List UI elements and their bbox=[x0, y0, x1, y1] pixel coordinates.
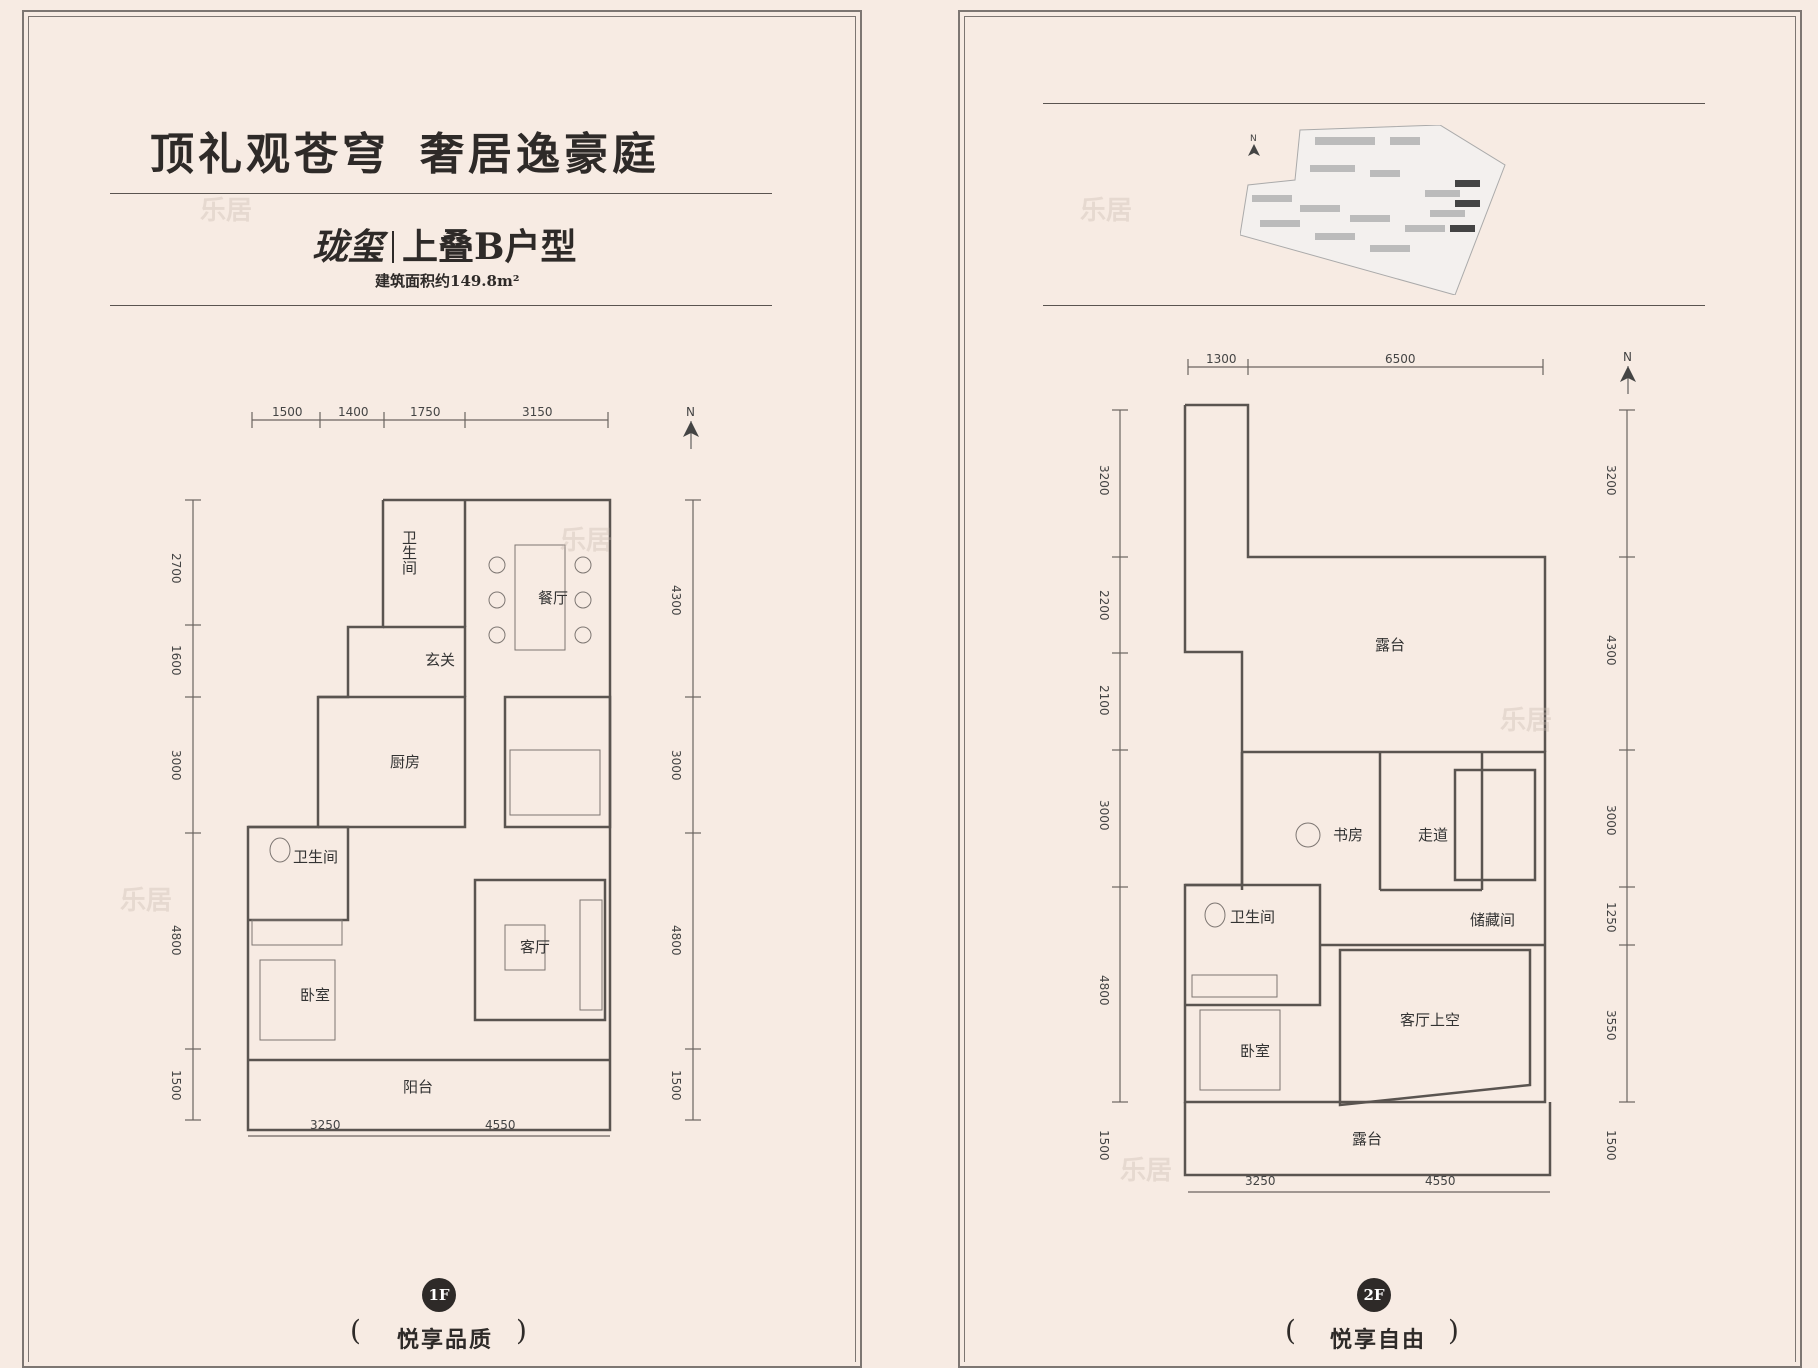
floor1-laurel-left-icon: ( bbox=[350, 1314, 361, 1347]
floor2-plan-svg: 露台 书房 走道 卫生间 储藏间 客厅上空 卧室 露台 1300 6500 32… bbox=[1100, 352, 1635, 1193]
dim-top-3: 1750 bbox=[410, 405, 441, 419]
dim-left-4: 4800 bbox=[169, 925, 183, 956]
room-bedroom-label-2f: 卧室 bbox=[1240, 1042, 1270, 1060]
dim2-left-3: 2100 bbox=[1100, 685, 1111, 716]
room-balcony-label: 阳台 bbox=[403, 1078, 433, 1096]
floor1-compass-icon: N bbox=[678, 405, 704, 455]
dim2-top-2: 6500 bbox=[1385, 352, 1416, 366]
room-void-label: 客厅上空 bbox=[1400, 1011, 1460, 1029]
dim2-right-3: 3000 bbox=[1604, 805, 1618, 836]
floor2-compass-icon: N bbox=[1615, 350, 1641, 400]
sitemap-rule-bottom bbox=[1043, 305, 1705, 306]
dim2-bottom-2: 4550 bbox=[1425, 1174, 1456, 1188]
room-study-label: 书房 bbox=[1333, 826, 1363, 844]
room-kitchen-label: 厨房 bbox=[390, 753, 420, 771]
room-terrace-top-label: 露台 bbox=[1375, 636, 1405, 654]
floor2-laurel-right-icon: ) bbox=[1448, 1314, 1459, 1347]
floor2-motto: 悦享自由 bbox=[1330, 1327, 1427, 1353]
dim-top-1: 1500 bbox=[272, 405, 303, 419]
dim-bottom-1: 3250 bbox=[310, 1118, 341, 1132]
room-dining-label: 餐厅 bbox=[538, 589, 568, 607]
dim2-right-5: 3550 bbox=[1604, 1010, 1618, 1041]
floor2-compass-label: N bbox=[1623, 350, 1632, 364]
room-terrace-bottom-label: 露台 bbox=[1352, 1130, 1382, 1148]
sitemap-rule-top bbox=[1043, 103, 1705, 104]
room-bedroom-label: 卧室 bbox=[300, 986, 330, 1004]
dim2-right-6: 1500 bbox=[1604, 1130, 1618, 1161]
sitemap-compass-label: N bbox=[1250, 134, 1257, 144]
floor1-plan-svg: 卫生间 餐厅 玄关 厨房 卫生间 客厅 卧室 阳台 1500 1400 1750… bbox=[169, 405, 701, 1137]
floor1-motto: 悦享品质 bbox=[397, 1327, 494, 1353]
dim-right-2: 3000 bbox=[669, 750, 683, 781]
dim2-left-2: 2200 bbox=[1100, 590, 1111, 621]
dim2-right-2: 4300 bbox=[1604, 635, 1618, 666]
floor1-plan: 卫生间 餐厅 玄关 厨房 卫生间 客厅 卧室 阳台 1500 1400 1750… bbox=[160, 395, 720, 1155]
room-bath-label: 卫生间 bbox=[293, 848, 338, 866]
floor2-laurel-left-icon: ( bbox=[1285, 1314, 1296, 1347]
room-living-label: 客厅 bbox=[520, 938, 550, 956]
floor1-badge: 1F bbox=[422, 1278, 456, 1312]
room-bath-label-2f: 卫生间 bbox=[1230, 908, 1275, 926]
floor2-badge: 2F bbox=[1357, 1278, 1391, 1312]
room-foyer-label: 玄关 bbox=[425, 651, 455, 669]
subtitle-rule bbox=[110, 305, 772, 306]
unit-type: 上叠B户型 bbox=[402, 226, 577, 268]
headline-part1: 顶礼观苍穹 bbox=[150, 129, 390, 180]
dim-top-2: 1400 bbox=[338, 405, 369, 419]
brand-name: 珑玺 bbox=[312, 226, 385, 268]
dim-right-4: 1500 bbox=[669, 1070, 683, 1101]
dim-left-1: 2700 bbox=[169, 553, 183, 584]
site-map bbox=[1239, 124, 1530, 299]
dim2-top-1: 1300 bbox=[1206, 352, 1237, 366]
floor2-plan: 露台 书房 走道 卫生间 储藏间 客厅上空 卧室 露台 1300 6500 32… bbox=[1100, 350, 1660, 1220]
dim2-left-6: 1500 bbox=[1100, 1130, 1111, 1161]
floor1-laurel-right-icon: ) bbox=[516, 1314, 527, 1347]
dim2-left-1: 3200 bbox=[1100, 465, 1111, 496]
headline-rule bbox=[110, 193, 772, 194]
dim2-left-4: 3000 bbox=[1100, 800, 1111, 831]
headline: 顶礼观苍穹奢居逸豪庭 bbox=[150, 118, 690, 182]
dim-bottom-2: 4550 bbox=[485, 1118, 516, 1132]
floor1-compass-label: N bbox=[686, 405, 695, 419]
unit-title: 珑玺上叠B户型 bbox=[312, 218, 576, 270]
dim2-left-5: 4800 bbox=[1100, 975, 1111, 1006]
sitemap-compass-icon: N bbox=[1244, 132, 1264, 170]
room-bath-top-label: 卫生间 bbox=[400, 530, 418, 576]
dim-right-3: 4800 bbox=[669, 925, 683, 956]
dim2-right-1: 3200 bbox=[1604, 465, 1618, 496]
room-corridor-label: 走道 bbox=[1418, 826, 1448, 844]
dim2-right-4: 1250 bbox=[1604, 902, 1618, 933]
dim-left-2: 1600 bbox=[169, 645, 183, 676]
dim-left-3: 3000 bbox=[169, 750, 183, 781]
dim-left-5: 1500 bbox=[169, 1070, 183, 1101]
room-storage-label: 储藏间 bbox=[1470, 911, 1515, 929]
dim-top-4: 3150 bbox=[522, 405, 553, 419]
headline-part2: 奢居逸豪庭 bbox=[420, 129, 660, 180]
floor-area: 建筑面积约149.8m² bbox=[375, 272, 520, 290]
dim-right-1: 4300 bbox=[669, 585, 683, 616]
dim2-bottom-1: 3250 bbox=[1245, 1174, 1276, 1188]
title-divider bbox=[392, 231, 395, 263]
